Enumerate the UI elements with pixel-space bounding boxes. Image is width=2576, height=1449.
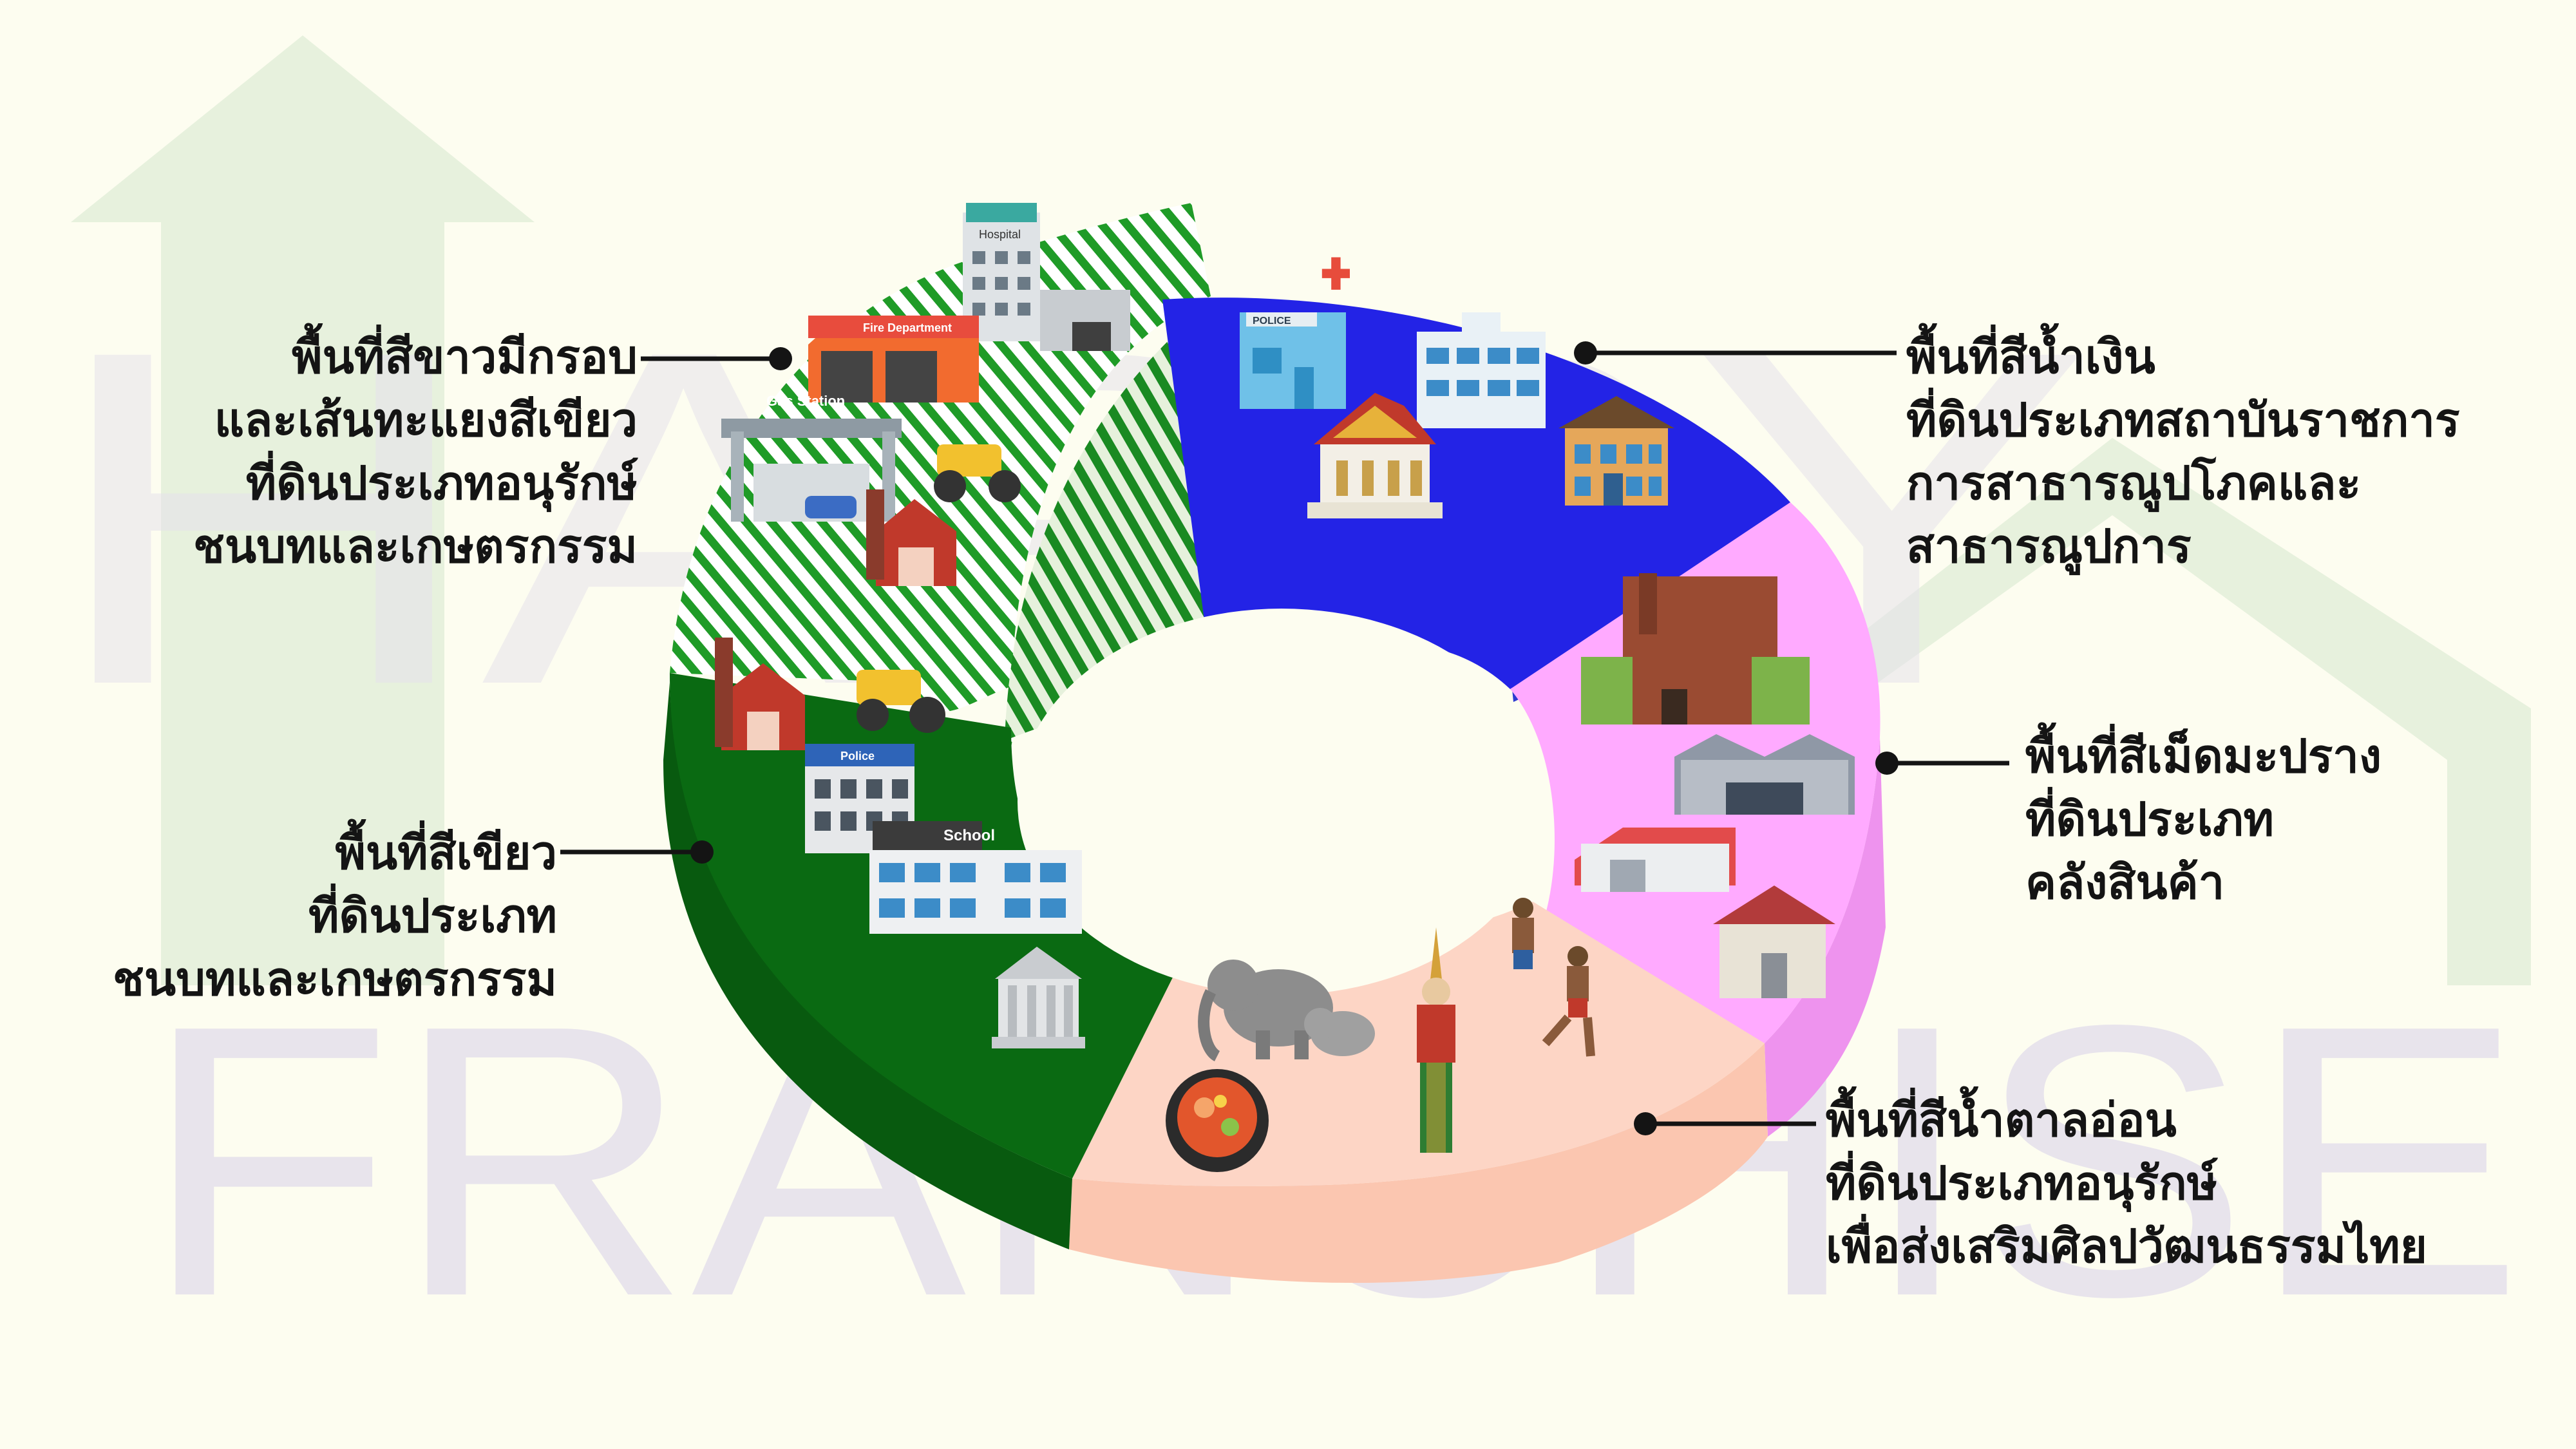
leader-dot-green bbox=[690, 840, 714, 864]
green-side-wall bbox=[663, 683, 1072, 1249]
callout-line: พื้นที่สีเขียว bbox=[335, 826, 557, 880]
donut-hole bbox=[1018, 609, 1546, 995]
school-building-blue bbox=[1558, 396, 1674, 506]
callout-light-brown-zone: พื้นที่สีน้ำตาลอ่อน ที่ดินประเภทอนุรักษ์… bbox=[1826, 1088, 2427, 1278]
muay-thai-fighters-icon bbox=[1512, 898, 1595, 1057]
callout-pink-zone: พื้นที่สีเม็ดมะปราง ที่ดินประเภท คลังสิน… bbox=[2025, 724, 2382, 914]
tractor-icon-2 bbox=[857, 670, 945, 733]
callout-line: ที่ดินประเภทอนุรักษ์ bbox=[245, 456, 638, 510]
callout-line: การสาธารณูปโภคและ bbox=[1906, 456, 2362, 510]
callout-line: ชนบทและเกษตรกรรม bbox=[193, 519, 638, 573]
watermark-house-left bbox=[71, 35, 535, 985]
callout-line: ที่ดินประเภท bbox=[308, 889, 557, 943]
police-sign-left: Police bbox=[840, 750, 875, 762]
callout-line: ที่ดินประเภทอนุรักษ์ bbox=[1826, 1156, 2218, 1210]
courthouse-icon bbox=[992, 947, 1085, 1048]
leader-dot-blue bbox=[1574, 341, 1597, 365]
school-building: School bbox=[869, 821, 1082, 934]
pink-zone-illustrations bbox=[1575, 573, 1855, 998]
callout-hatched-green-zone: พื้นที่สีขาวมีกรอบ และเส้นทะแยงสีเขียว ท… bbox=[193, 325, 638, 578]
callout-line: สาธารณูปการ bbox=[1906, 519, 2192, 573]
factory-icon bbox=[1581, 573, 1810, 724]
pink-side-wall bbox=[1765, 737, 1886, 1137]
watermark-house-right bbox=[1765, 438, 2531, 985]
school-sign: School bbox=[943, 827, 995, 844]
tractor-icon bbox=[934, 444, 1021, 502]
callout-blue-zone: พื้นที่สีน้ำเงิน ที่ดินประเภทสถาบันราชกา… bbox=[1906, 325, 2460, 578]
elephant-icon bbox=[1198, 960, 1375, 1062]
fire-department-building: Fire Department bbox=[808, 316, 979, 402]
hospital-building-blue bbox=[1321, 257, 1546, 428]
barn-icon-2 bbox=[715, 638, 805, 750]
brown-zone-illustrations bbox=[1166, 898, 1595, 1172]
warehouse-icon-1 bbox=[1674, 734, 1855, 815]
callout-line: และเส้นทะแยงสีเขียว bbox=[214, 393, 638, 447]
tom-yum-bowl-icon bbox=[1166, 1069, 1269, 1172]
callout-line: คลังสินค้า bbox=[2025, 855, 2225, 909]
police-sign-top: POLICE bbox=[1253, 316, 1291, 327]
police-building-blue: POLICE bbox=[1240, 312, 1346, 409]
leader-dot-pink bbox=[1875, 752, 1899, 775]
callout-green-zone: พื้นที่สีเขียว ที่ดินประเภท ชนบทและเกษตร… bbox=[113, 821, 557, 1010]
callout-line: พื้นที่สีน้ำตาลอ่อน bbox=[1826, 1093, 2177, 1147]
callout-line: ที่ดินประเภทสถาบันราชการ bbox=[1906, 393, 2460, 447]
leader-dot-white-green bbox=[769, 347, 792, 370]
callout-line: พื้นที่สีน้ำเงิน bbox=[1906, 330, 2155, 384]
callout-line: ที่ดินประเภท bbox=[2025, 792, 2275, 846]
hospital-sign: Hospital bbox=[979, 228, 1021, 241]
callout-line: พื้นที่สีเม็ดมะปราง bbox=[2025, 729, 2382, 783]
callout-line: ชนบทและเกษตรกรรม bbox=[113, 952, 557, 1006]
warehouse-icon-2 bbox=[1575, 828, 1736, 892]
gas-station-sign: Gas Station bbox=[766, 393, 845, 409]
thai-temple-icon bbox=[1307, 393, 1443, 518]
hatched-zone-illustrations: Hospital Fire Department Gas Station bbox=[721, 203, 1130, 586]
leader-dot-brown bbox=[1634, 1112, 1657, 1135]
brown-side-wall bbox=[1069, 1043, 1768, 1283]
green-zone-illustrations: Police School bbox=[715, 638, 1085, 1048]
gas-station-building: Gas Station bbox=[721, 393, 902, 522]
house-icon bbox=[1713, 886, 1835, 998]
leader-lines bbox=[560, 341, 2009, 1135]
thai-dancer-icon bbox=[1417, 927, 1455, 1153]
fire-department-sign: Fire Department bbox=[863, 321, 952, 334]
callout-line: เพื่อส่งเสริมศิลปวัฒนธรรมไทย bbox=[1826, 1219, 2427, 1273]
callout-line: พื้นที่สีขาวมีกรอบ bbox=[292, 330, 638, 384]
blue-zone-illustrations: POLICE bbox=[1240, 257, 1674, 518]
barn-icon bbox=[866, 489, 956, 586]
